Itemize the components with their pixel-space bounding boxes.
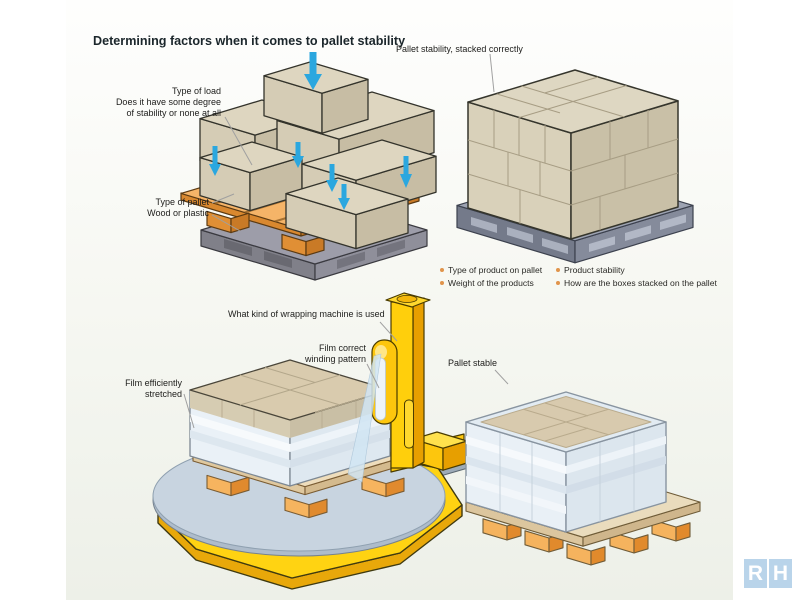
bullet-icon: [556, 268, 560, 272]
factor-label: How are the boxes stacked on the pallet: [564, 278, 717, 288]
label-type-of-pallet-line1: Wood or plastic: [147, 207, 209, 218]
unstable-boxes: [199, 61, 437, 250]
list-item: How are the boxes stacked on the pallet: [556, 278, 717, 288]
bullet-icon: [556, 281, 560, 285]
factor-label: Weight of the products: [448, 278, 534, 288]
down-arrow-icon: [400, 156, 412, 188]
down-arrow-icon: [304, 52, 322, 90]
label-film-winding-line1: Film correct: [319, 343, 366, 353]
stability-factors-list: Type of product on pallet Weight of the …: [440, 265, 750, 288]
rh-logo: R H: [744, 559, 792, 588]
label-film-stretched-line1: Film efficiently: [125, 378, 182, 388]
factor-label: Type of product on pallet: [448, 265, 543, 275]
bullet-icon: [440, 281, 444, 285]
logo-letter-r: R: [744, 559, 767, 588]
label-stacked-correctly: Pallet stability, stacked correctly: [396, 44, 523, 54]
unstable-pallet-illustration: [180, 52, 437, 281]
list-item: Product stability: [556, 265, 717, 275]
label-film-stretched: Film efficiently stretched: [82, 378, 182, 400]
label-type-of-load-title: Type of load: [171, 86, 221, 96]
label-type-of-load-line2: of stability or none at all: [126, 107, 221, 118]
down-arrow-icon: [338, 184, 350, 210]
label-film-winding: Film correct winding pattern: [246, 343, 366, 365]
wrapping-machine-illustration: [152, 292, 469, 590]
box-stack: [467, 69, 679, 240]
down-arrow-icon: [292, 142, 304, 168]
leader-lines: [183, 53, 509, 429]
list-item: Type of product on pallet: [440, 265, 556, 275]
logo-letter-h: H: [769, 559, 792, 588]
label-film-stretched-line2: stretched: [144, 388, 182, 399]
label-pallet-stable: Pallet stable: [448, 358, 498, 368]
down-arrow-icon: [326, 164, 338, 192]
down-arrows: [209, 52, 412, 210]
correct-stack-illustration: [456, 69, 694, 264]
page-title: Determining factors when it comes to pal…: [93, 34, 406, 48]
list-item: Weight of the products: [440, 278, 556, 288]
label-type-of-pallet: Type of pallet Wood or plastic: [80, 197, 209, 219]
label-film-winding-line2: winding pattern: [304, 353, 366, 364]
down-arrow-icon: [209, 146, 221, 176]
label-type-of-load-line1: Does it have some degree: [115, 96, 221, 107]
film-ribbon: [347, 353, 382, 483]
wrapped-load: [465, 391, 667, 533]
machine-load: [189, 359, 391, 487]
label-type-of-load: Type of load Does it have some degree of…: [90, 86, 221, 119]
factor-label: Product stability: [564, 265, 625, 275]
factors-column-2: Product stability How are the boxes stac…: [556, 265, 717, 288]
bullet-icon: [440, 268, 444, 272]
factors-column-1: Type of product on pallet Weight of the …: [440, 265, 556, 288]
label-type-of-pallet-title: Type of pallet: [155, 197, 209, 207]
stable-pallet-illustration: [465, 391, 701, 566]
label-wrapping-machine: What kind of wrapping machine is used: [228, 309, 385, 319]
